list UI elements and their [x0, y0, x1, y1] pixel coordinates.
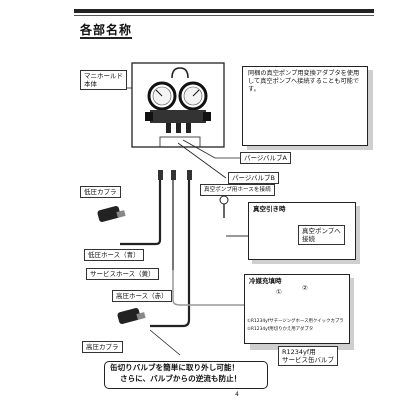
service-hose-label: サービスホース（黄）: [86, 268, 159, 280]
manifold-frame: [131, 62, 225, 148]
refrigerant-charge-title: 冷媒充填時: [249, 277, 282, 285]
hose-fittings: [158, 170, 192, 180]
purge-valve-b-label: パージバルブB: [228, 172, 279, 184]
purge-bracket: [159, 136, 201, 148]
manifold-label: マニホールド 本体: [80, 70, 127, 90]
low-pressure-hose-line: [120, 180, 162, 246]
high-pressure-hose-line: [150, 180, 191, 328]
purge-valve-a-label: パージバルブA: [240, 152, 291, 164]
step-2-marker: ②: [302, 284, 308, 292]
high-hose-label: 高圧ホース（赤）: [112, 290, 172, 302]
service-can-valve-label: R1234yf用 サービス缶バルブ: [278, 346, 338, 366]
note-1: ①R1234yfサチージングホース用クイックカプラ: [247, 319, 344, 324]
step-1-marker: ①: [276, 288, 282, 296]
top-rule: [74, 9, 374, 13]
section-title: 各部名称: [80, 23, 133, 37]
bottom-message-box: [104, 361, 268, 389]
high-coupler-label: 高圧カプラ: [82, 341, 123, 353]
service-hose-extension: [172, 270, 250, 306]
leader-purge-a: [182, 139, 240, 159]
low-pressure-gauge: [147, 81, 177, 111]
low-coupler-label: 低圧カプラ: [80, 186, 121, 198]
vacuum-hose-connection-label: 真空ポンプ用ホースを接続: [200, 184, 275, 196]
bottom-message-line2: さらに、バルブからの逆流も防止！: [120, 374, 242, 383]
note-2: ②R1234yf用切りかえ用アダプタ: [247, 327, 314, 332]
charge-box: [244, 274, 350, 344]
manifold-body: [145, 110, 211, 133]
page-number: 4: [235, 391, 239, 398]
leader-purge-b: [177, 142, 227, 179]
bottom-message-line1: 缶切りバルブを簡単に取り外し可能！: [110, 363, 240, 372]
top-rule-thin: [74, 15, 374, 16]
adapter-note-text: 同梱の真空ポンプ用変換アダプタを使用して真空ポンプへ接続することも可能です。: [248, 70, 360, 93]
vacuum-pump-connection-label: 真空ポンプへ 接続: [298, 225, 345, 245]
low-hose-label: 低圧ホース（青）: [84, 249, 144, 261]
low-coupler-device: [97, 206, 126, 222]
bottom-leader: [149, 329, 181, 356]
high-pressure-gauge: [178, 81, 208, 111]
vacuum-adapter-small: [219, 195, 229, 218]
section-title-underline: [80, 37, 132, 39]
high-coupler-device: [117, 308, 146, 324]
adapter-note-box: [242, 66, 368, 146]
hanger-hook: [171, 67, 189, 79]
vacuum-pull-title: 真空引き時: [253, 205, 286, 213]
